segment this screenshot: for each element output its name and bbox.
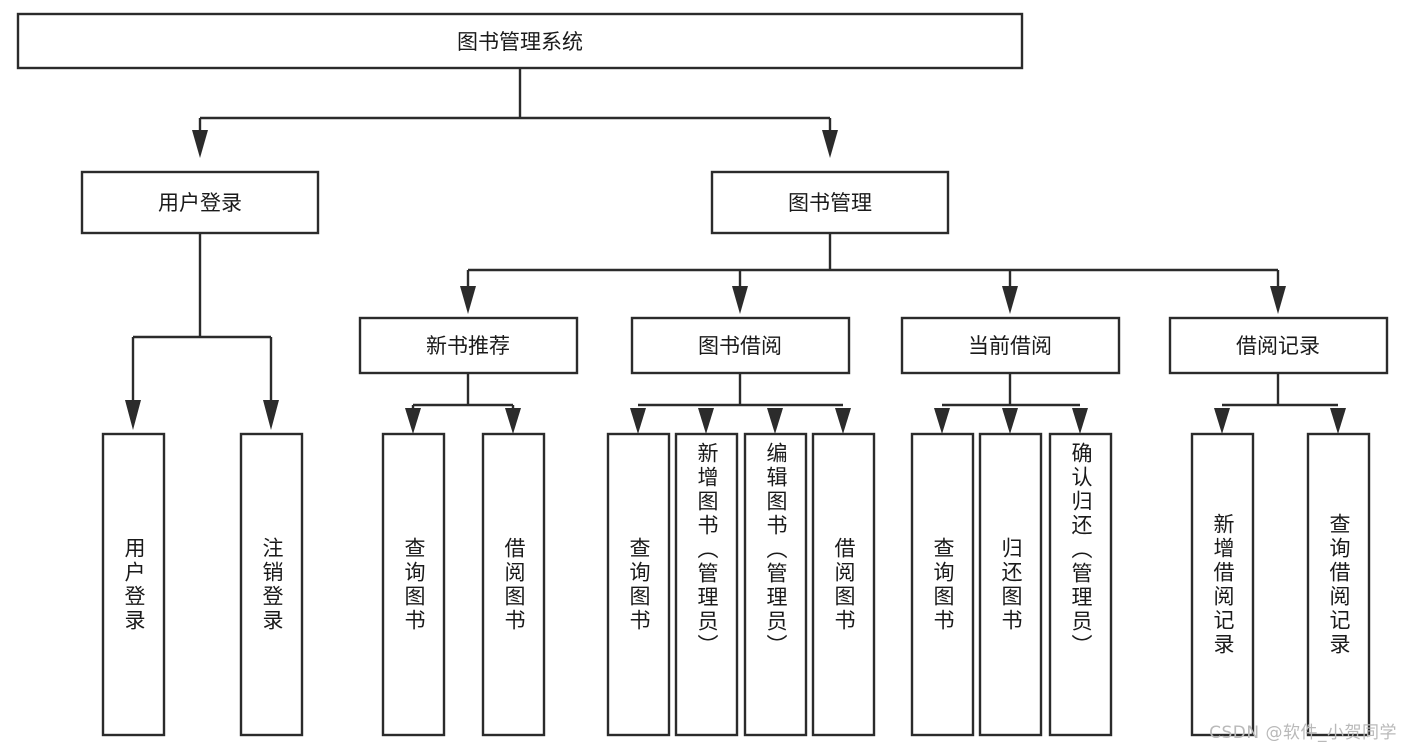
connector-newbookrec-to-leaves [405, 373, 521, 434]
node-book-manage[interactable]: 图书管理 [710, 170, 950, 235]
node-leaf-query-record-box[interactable] [1306, 432, 1371, 737]
arrow-icon [1270, 286, 1286, 314]
node-leaf-borrow-book-2-box[interactable] [811, 432, 876, 737]
node-user-login-box[interactable] [80, 170, 320, 235]
node-leaf-add-book-box[interactable] [674, 432, 739, 737]
node-leaf-confirm-return-box[interactable] [1048, 432, 1113, 737]
node-book-borrow[interactable]: 图书借阅 [630, 316, 851, 375]
arrow-icon [630, 408, 646, 434]
arrow-icon [125, 400, 141, 430]
arrow-icon [934, 408, 950, 434]
node-borrow-record[interactable]: 借阅记录 [1168, 316, 1389, 375]
node-root-label: 图书管理系统 [457, 30, 583, 54]
arrow-icon [822, 130, 838, 158]
arrow-icon [1330, 408, 1346, 434]
node-root[interactable]: 图书管理系统 [16, 12, 1024, 70]
connector-currentborrow-to-leaves [934, 373, 1088, 434]
node-new-book-rec[interactable]: 新书推荐 [358, 316, 579, 375]
node-leaf-logout-box[interactable] [239, 432, 304, 737]
arrow-icon [698, 408, 714, 434]
arrow-icon [1002, 286, 1018, 314]
connector-bookmanage-to-level2 [460, 233, 1286, 314]
arrow-icon [1002, 408, 1018, 434]
node-user-login-label: 用户登录 [158, 191, 242, 215]
arrow-icon [1072, 408, 1088, 434]
node-borrow-record-label: 借阅记录 [1236, 334, 1320, 358]
node-new-book-rec-label: 新书推荐 [426, 334, 510, 358]
watermark-label: CSDN @软件_小贺同学 [1209, 723, 1397, 743]
node-leaf-user-login-box[interactable] [101, 432, 166, 737]
node-leaf-query-book-3-box[interactable] [910, 432, 975, 737]
node-user-login[interactable]: 用户登录 [80, 170, 320, 235]
node-leaf-add-record-box[interactable] [1190, 432, 1255, 737]
node-borrow-record-box[interactable] [1168, 316, 1389, 375]
connector-bookborrow-to-leaves [630, 373, 851, 434]
arrow-icon [732, 286, 748, 314]
node-leaf-query-book-1-box[interactable] [381, 432, 446, 737]
node-leaf-return-book-box[interactable] [978, 432, 1043, 737]
node-leaf-edit-book-box[interactable] [743, 432, 808, 737]
node-book-manage-box[interactable] [710, 170, 950, 235]
node-book-borrow-box[interactable] [630, 316, 851, 375]
arrow-icon [263, 400, 279, 430]
node-leaf-query-book-2-box[interactable] [606, 432, 671, 737]
arrow-icon [192, 130, 208, 158]
arrow-icon [767, 408, 783, 434]
connector-root-to-level1 [192, 68, 838, 158]
node-current-borrow-box[interactable] [900, 316, 1121, 375]
connector-userlogin-to-leaves [125, 233, 279, 430]
arrow-icon [405, 408, 421, 434]
arrow-icon [460, 286, 476, 314]
node-current-borrow[interactable]: 当前借阅 [900, 316, 1121, 375]
node-leaf-borrow-book-1-box[interactable] [481, 432, 546, 737]
node-book-borrow-label: 图书借阅 [698, 334, 782, 358]
arrow-icon [505, 408, 521, 434]
connector-borrowrecord-to-leaves [1214, 373, 1346, 434]
node-root-box[interactable] [16, 12, 1024, 70]
node-new-book-rec-box[interactable] [358, 316, 579, 375]
arrow-icon [1214, 408, 1230, 434]
node-book-manage-label: 图书管理 [788, 191, 872, 215]
arrow-icon [835, 408, 851, 434]
node-current-borrow-label: 当前借阅 [968, 334, 1052, 358]
